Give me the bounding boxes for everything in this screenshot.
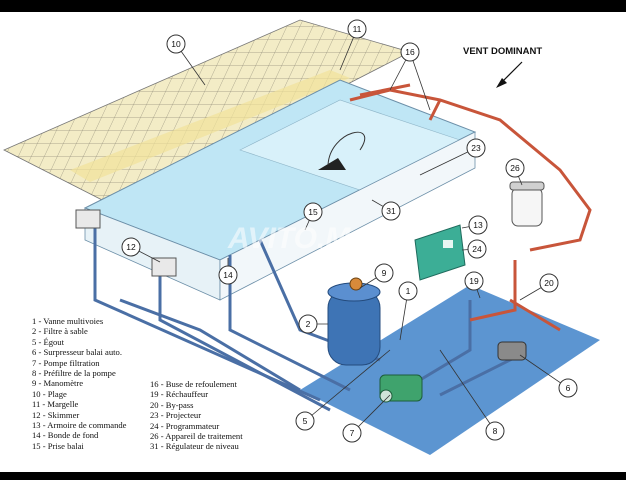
callout-label-24: 24 <box>472 244 482 254</box>
legend-item: 12 - Skimmer <box>32 409 80 420</box>
legend-item: 23 - Projecteur <box>150 410 202 421</box>
legend-item: 24 - Programmateur <box>150 420 220 431</box>
watermark: AVITO.MA <box>227 222 372 255</box>
callout-2 <box>298 314 318 334</box>
bottom-black-bar <box>0 472 626 480</box>
legend-item: 31 - Régulateur de niveau <box>150 441 239 452</box>
callout-9 <box>374 263 394 283</box>
callout-5 <box>295 411 315 431</box>
callout-24 <box>467 239 487 259</box>
callout-label-2: 2 <box>306 319 311 329</box>
callout-31 <box>381 201 401 221</box>
callout-8 <box>485 421 505 441</box>
legend-item: 7 - Pompe filtration <box>32 357 100 368</box>
legend-item: 6 - Surpresseur balai auto. <box>32 347 122 358</box>
callout-15 <box>303 202 323 222</box>
callout-label-16: 16 <box>405 47 415 57</box>
legend-item: 1 - Vanne multivoies <box>32 316 104 326</box>
plant-room-floor <box>300 285 600 455</box>
skimmer-right <box>151 257 177 277</box>
callout-label-8: 8 <box>493 426 498 436</box>
top-black-bar <box>0 0 626 12</box>
legend-item: 14 - Bonde de fond <box>32 430 99 441</box>
booster-pump <box>497 341 527 361</box>
callout-26 <box>505 158 525 178</box>
callout-label-19: 19 <box>469 276 479 286</box>
legend-right: 16 - Buse de refoulement 19 - Réchauffeu… <box>150 379 243 452</box>
callout-label-7: 7 <box>350 428 355 438</box>
legend-item: 10 - Plage <box>32 388 67 399</box>
callout-label-15: 15 <box>308 207 318 217</box>
callout-label-23: 23 <box>471 143 481 153</box>
callout-7 <box>342 423 362 443</box>
legend-item: 2 - Filtre à sable <box>32 326 88 337</box>
pool-cleaner <box>318 158 346 170</box>
legend-item: 16 - Buse de refoulement <box>150 379 237 389</box>
callout-16 <box>400 42 420 62</box>
skimmer-left <box>75 209 101 229</box>
legend-item: 19 - Réchauffeur <box>150 389 209 400</box>
wind-label: VENT DOMINANT <box>463 46 543 57</box>
callout-label-20: 20 <box>544 278 554 288</box>
pool-wall-side <box>219 131 476 301</box>
callout-14 <box>218 265 238 285</box>
callout-1 <box>398 281 418 301</box>
legend-item: 9 - Manomètre <box>32 378 84 389</box>
callout-19 <box>464 271 484 291</box>
legend-item: 11 - Margelle <box>32 399 79 410</box>
legend-item: 13 - Armoire de commande <box>32 420 127 431</box>
red-pipes <box>349 83 592 332</box>
callout-label-11: 11 <box>353 24 362 34</box>
callout-12 <box>121 237 141 257</box>
callout-label-1: 1 <box>406 286 411 296</box>
callout-label-14: 14 <box>223 270 233 280</box>
filtration-pump <box>379 374 423 403</box>
sand-filter <box>327 277 381 366</box>
callout-label-6: 6 <box>566 383 571 393</box>
control-cabinet <box>414 224 466 281</box>
callout-13 <box>468 215 488 235</box>
legend-item: 5 - Égout <box>32 336 64 347</box>
legend-item: 8 - Préfiltre de la pompe <box>32 368 116 379</box>
callout-label-12: 12 <box>126 242 136 252</box>
callout-label-5: 5 <box>303 416 308 426</box>
callout-label-13: 13 <box>473 220 483 230</box>
callout-label-9: 9 <box>382 268 387 278</box>
legend-item: 26 - Appareil de traitement <box>150 431 243 442</box>
callout-20 <box>539 273 559 293</box>
callout-10 <box>166 34 186 54</box>
callout-label-31: 31 <box>386 206 396 216</box>
legend-item: 15 - Prise balai <box>32 440 84 451</box>
legend-left: 1 - Vanne multivoies 2 - Filtre à sable … <box>32 316 127 451</box>
callout-23 <box>466 138 486 158</box>
deck-yellow-edge <box>70 70 350 182</box>
callout-label-26: 26 <box>510 163 520 173</box>
treatment-unit <box>509 181 545 227</box>
callout-label-10: 10 <box>171 39 181 49</box>
wind-arrow-icon <box>496 61 523 88</box>
callout-6 <box>558 378 578 398</box>
legend-item: 20 - By-pass <box>150 399 194 410</box>
cleaner-hose <box>327 131 366 166</box>
callout-11 <box>347 19 367 39</box>
